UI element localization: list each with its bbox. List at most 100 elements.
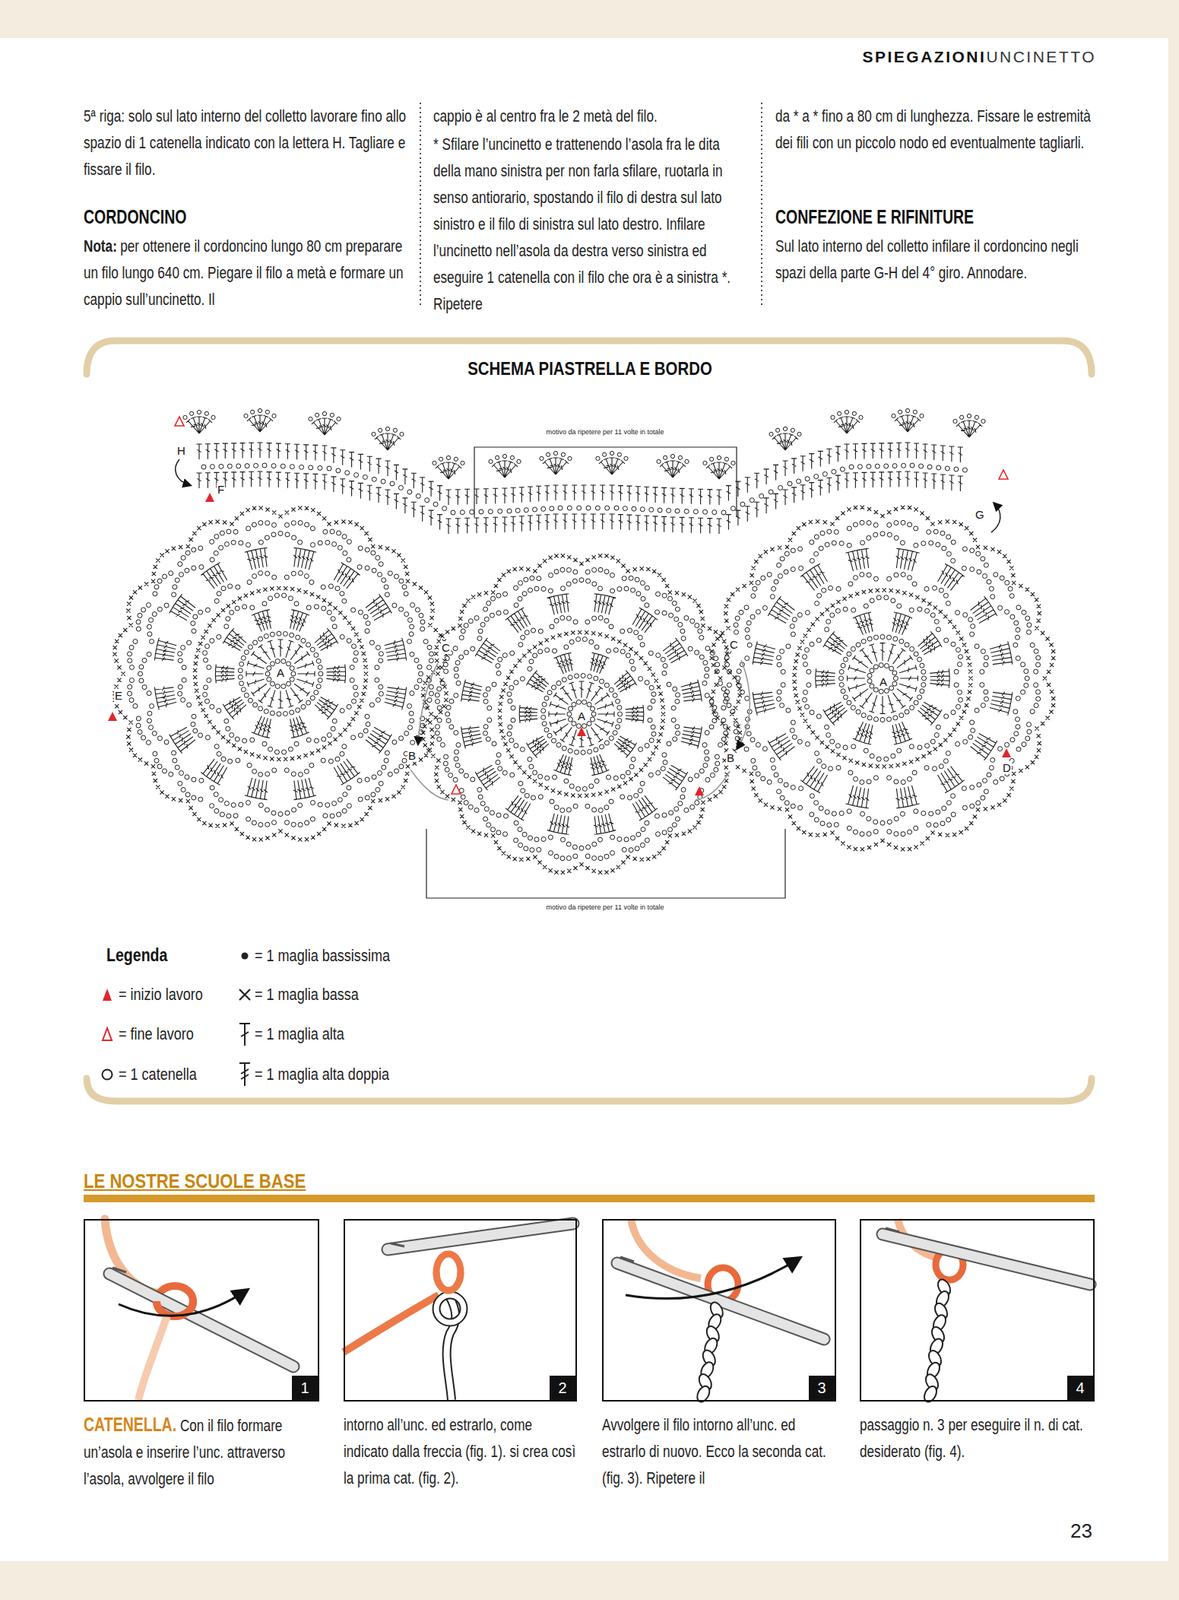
legend-text: = fine lavoro [118, 1023, 194, 1043]
tutorial-illustrations [104, 1218, 1091, 1404]
body-text: cappio è al centro fra le 2 metà del fil… [433, 106, 658, 126]
page-number: 23 [1070, 1518, 1093, 1542]
text-paragraph: passaggio n. 3 per eseguire il n. di cat… [859, 1410, 1095, 1465]
legend-entry: = 1 catenella [118, 1064, 197, 1084]
chart-letter-text: E [114, 688, 124, 702]
chart-letter: A [878, 675, 888, 689]
chart-letter: D [1001, 760, 1012, 775]
legend-heading-text: Legenda [106, 944, 168, 965]
chain-symbols [127, 408, 1041, 860]
figure-box: 3 [602, 1218, 837, 1401]
chart-title-text: SCHEMA PIASTRELLA E BORDO [467, 358, 712, 379]
chart-letter-text: A [576, 709, 587, 723]
figure-four [882, 1218, 1091, 1404]
running-header: SPIEGAZIONIUNCINETTO [760, 47, 1097, 67]
chart-letter-text: A [878, 675, 888, 688]
figure-number: 4 [1075, 1378, 1084, 1396]
chart-letter: A [275, 665, 286, 680]
treble-symbols [154, 415, 1012, 834]
chart-letter-text: D [1001, 760, 1012, 774]
legend-text: = inizio lavoro [118, 984, 203, 1004]
section-rule [83, 1194, 1095, 1202]
legend-entry: = inizio lavoro [118, 984, 203, 1005]
text-paragraph: da * a * fino a 80 cm di lunghezza. Fiss… [775, 102, 1097, 156]
chart-letter: B [407, 748, 417, 763]
legend-text: = 1 maglia alta doppia [254, 1064, 390, 1084]
figure-number: 1 [300, 1378, 309, 1396]
chart-letter-text: A [275, 665, 286, 679]
crochet-chart [112, 408, 1056, 875]
chart-letter: F [216, 482, 226, 497]
repeat-note: motivo da ripetere per 11 volte in total… [513, 903, 697, 912]
legend-entry: = 1 maglia bassissima [254, 945, 390, 966]
body-text: Sul lato interno del colletto infilare i… [775, 236, 1079, 283]
chart-letter: B [725, 751, 736, 765]
legend-entry: = fine lavoro [118, 1023, 194, 1044]
figure-box: 1 [83, 1218, 320, 1401]
text-paragraph: Nota:per ottenere il cordoncino lungo 80… [83, 232, 409, 313]
body-text: Nota: [83, 236, 118, 256]
start-markers [107, 492, 1012, 796]
return-arrows [175, 459, 1001, 533]
legend-heading: Legenda [106, 944, 168, 966]
page-number-text: 23 [1070, 1518, 1093, 1542]
figure-number-badge: 2 [549, 1375, 576, 1400]
chart-frame [86, 340, 1092, 1101]
join-arrows [410, 659, 750, 800]
figure-number: 2 [557, 1378, 567, 1396]
section-heading-text: LE NOSTRE SCUOLE BASE [83, 1169, 306, 1192]
chart-letter-text: F [216, 482, 226, 496]
text-paragraph: 5ª riga: solo sul lato interno del colle… [83, 102, 409, 183]
text-paragraph: Avvolgere il filo intorno all’unc. ed es… [602, 1410, 837, 1491]
repeat-note: motivo da ripetere per 11 volte in total… [513, 427, 697, 437]
chart-letter-text: B [407, 748, 417, 762]
chart-letter: G [974, 507, 986, 522]
page-sheet [0, 38, 1169, 1561]
chart-letter-text: C [440, 640, 451, 654]
text-paragraph: intorno all’unc. ed estrarlo, come indic… [343, 1410, 577, 1491]
legend-entry: = 1 maglia alta [254, 1023, 345, 1044]
figure-two [343, 1223, 574, 1400]
legend-entry: = 1 maglia bassa [254, 984, 359, 1005]
figure-number: 3 [817, 1378, 826, 1396]
figure-box: 4 [859, 1218, 1095, 1401]
body-text: * Sfilare l’uncinetto e trattenendo l’as… [433, 134, 731, 314]
legend-entry: = 1 maglia alta doppia [254, 1064, 390, 1084]
section-name: SPIEGAZIONI [862, 47, 987, 66]
body-text: 5ª riga: solo sul lato interno del colle… [83, 106, 406, 179]
chart-letter-text: H [176, 443, 187, 457]
section-heading: CORDONCINO [83, 206, 187, 228]
figure-one [104, 1218, 294, 1400]
body-text: da * a * fino a 80 cm di lunghezza. Fiss… [775, 106, 1091, 153]
tutorial-heading: CATENELLA. [83, 1413, 177, 1435]
chart-letter: A [576, 709, 587, 723]
figure-number-badge: 3 [808, 1375, 835, 1400]
text-paragraph: CATENELLA.Con il filo formare un’asola e… [83, 1410, 320, 1492]
chart-letter-text: G [974, 507, 986, 521]
text-paragraph: cappio è al centro fra le 2 metà del fil… [433, 102, 750, 130]
text-paragraph: * Sfilare l’uncinetto e trattenendo l’as… [433, 130, 750, 317]
chart-letter-text: C [728, 637, 739, 651]
legend-symbols [102, 952, 251, 1087]
body-text: Avvolgere il filo intorno all’unc. ed es… [602, 1414, 827, 1487]
legend-text: = 1 maglia bassa [254, 984, 359, 1004]
chart-letter: E [114, 688, 124, 703]
section-name: UNCINETTO [985, 47, 1097, 66]
text-paragraph: CONFEZIONE E RIFINITURE [775, 203, 1097, 232]
section-heading: LE NOSTRE SCUOLE BASE [83, 1169, 306, 1192]
legend-text: = 1 maglia bassissima [254, 945, 390, 965]
legend-text: = 1 maglia alta [254, 1023, 345, 1043]
body-text: passaggio n. 3 per eseguire il n. di cat… [859, 1414, 1084, 1461]
body-text: intorno all’unc. ed estrarlo, come indic… [343, 1414, 576, 1487]
end-markers [174, 416, 1008, 794]
repeat-note-text: motivo da ripetere per 11 volte in total… [546, 427, 665, 436]
figure-three [617, 1218, 825, 1404]
figure-box: 2 [343, 1218, 577, 1401]
chart-letter-text: B [725, 751, 736, 764]
text-paragraph: Sul lato interno del colletto infilare i… [775, 232, 1097, 286]
text-paragraph: CORDONCINO [83, 203, 409, 232]
chart-letter: C [728, 637, 739, 652]
body-text: per ottenere il cordoncino lungo 80 cm p… [83, 236, 404, 309]
